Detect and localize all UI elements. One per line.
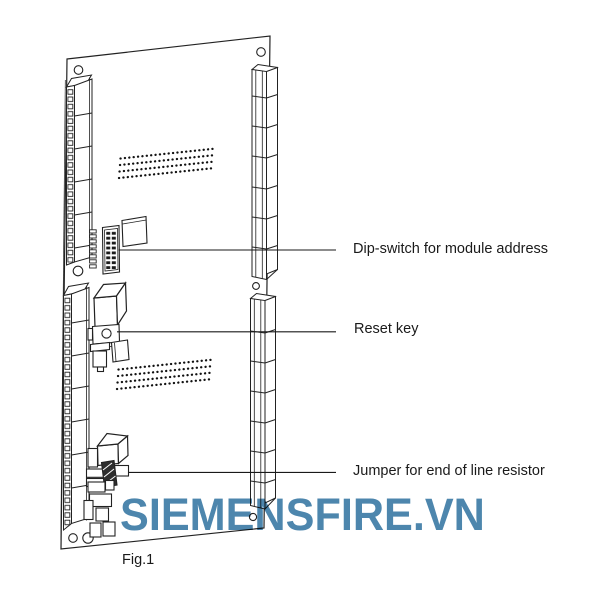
mounting-hole-bottom-left-1	[68, 533, 78, 543]
solder-dot-matrix-upper	[117, 147, 218, 180]
jumper-header-box	[113, 464, 130, 477]
ic-chip-middle	[110, 339, 130, 363]
callout-dip-switch-label: Dip-switch for module address	[353, 241, 549, 257]
figure-caption: Fig.1	[122, 552, 155, 568]
edge-connector-upper-right	[250, 63, 279, 281]
mounting-hole-mid-left	[72, 265, 84, 277]
relay-cube-upper	[92, 281, 128, 328]
edge-connector-lower-right	[249, 292, 277, 510]
dip-switch	[101, 224, 121, 275]
capacitor-component	[89, 341, 111, 373]
pin-header-column	[89, 229, 97, 269]
mounting-hole-mid-right	[252, 282, 260, 290]
terminal-strip-lower-left	[62, 282, 90, 532]
bottom-component-cluster	[83, 479, 116, 538]
small-component	[87, 447, 99, 468]
watermark-text: SIEMENSFIRE.VN	[120, 489, 485, 540]
terminal-strip-upper-left	[65, 74, 93, 266]
callout-jumper-label: Jumper for end of line resistor	[353, 463, 545, 479]
solder-dot-matrix-lower	[115, 358, 216, 391]
ic-chip-upper	[121, 215, 148, 248]
mounting-hole-bottom-right	[248, 512, 258, 522]
mounting-hole-top-left	[73, 65, 84, 75]
callout-reset-key-label: Reset key	[354, 321, 419, 337]
mounting-hole-top-right	[256, 47, 266, 57]
reset-key-button	[101, 328, 112, 339]
